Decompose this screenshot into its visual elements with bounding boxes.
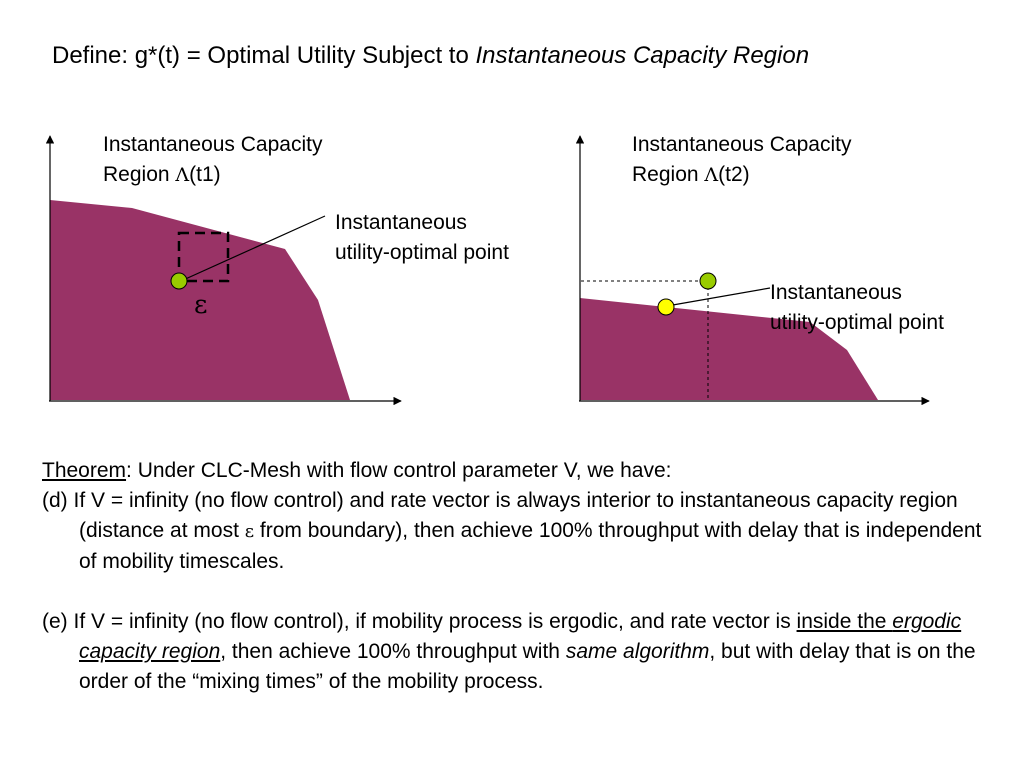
theorem-heading: Theorem: [42, 459, 127, 482]
title-italic: Instantaneous Capacity Region: [475, 42, 810, 69]
right-pointer-line: [666, 287, 771, 307]
lambda-symbol: Λ: [175, 164, 190, 186]
theorem-block: Theorem: Under CLC-Mesh with flow contro…: [42, 456, 1002, 697]
page-title: Define: g*(t) = Optimal Utility Subject …: [52, 42, 810, 69]
right-chart: [575, 135, 930, 406]
left-region-label: Instantaneous Capacity Region Λ(t1): [103, 133, 323, 186]
right-region-label: Instantaneous Capacity Region Λ(t2): [632, 133, 852, 186]
theorem-item-d: (d) If V = infinity (no flow control) an…: [42, 489, 982, 573]
epsilon-box: [177, 231, 230, 283]
right-optimal-point: [657, 298, 675, 316]
theorem-intro: Theorem: Under CLC-Mesh with flow contro…: [42, 459, 672, 482]
epsilon-inline: ε: [244, 521, 255, 542]
left-chart: [45, 135, 402, 406]
left-capacity-region: [50, 200, 350, 400]
left-point-label: Instantaneous utility-optimal point: [335, 211, 509, 264]
right-point-label: Instantaneous utility-optimal point: [770, 281, 944, 334]
left-optimal-point: [170, 272, 188, 290]
left-pointer-line: [180, 215, 326, 282]
epsilon-label: ε: [194, 290, 208, 320]
right-capacity-region: [580, 298, 878, 400]
right-green-point: [699, 272, 717, 290]
theorem-item-e: (e) If V = infinity (no flow control), i…: [42, 610, 976, 693]
lambda-symbol: Λ: [704, 164, 719, 186]
